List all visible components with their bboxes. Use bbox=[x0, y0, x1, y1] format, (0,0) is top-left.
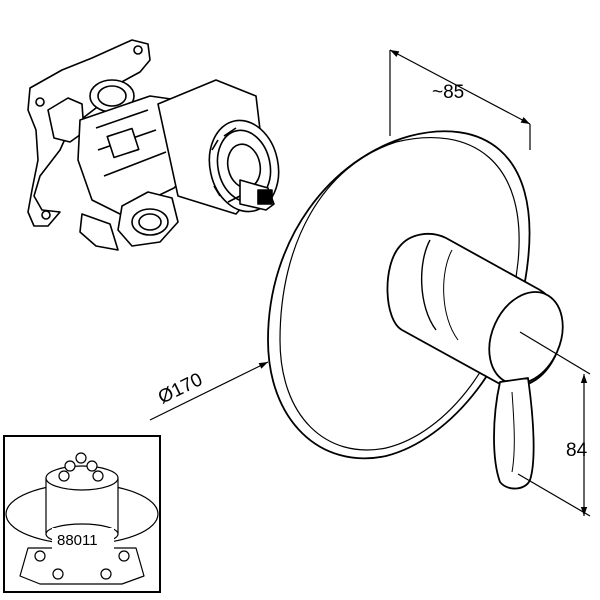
mounting-hole bbox=[41, 210, 51, 220]
height-label: 84 bbox=[566, 440, 588, 461]
mixer-trim-illustration bbox=[267, 130, 564, 490]
mounting-plate bbox=[27, 39, 151, 227]
diameter-leader bbox=[149, 361, 269, 421]
valve-body-illustration bbox=[27, 39, 280, 251]
mounting-hole bbox=[35, 97, 45, 107]
dimension-lines bbox=[149, 49, 591, 517]
inset-base bbox=[19, 547, 145, 585]
diameter-label: Ø170 bbox=[155, 369, 206, 408]
depth-dimension-line bbox=[389, 49, 531, 125]
mounting-hole bbox=[133, 45, 143, 55]
height-extension-bottom bbox=[517, 473, 591, 517]
height-extension-top bbox=[519, 331, 591, 375]
inset-box: 88011 bbox=[3, 435, 161, 593]
inset-part-number: 88011 bbox=[57, 532, 98, 549]
depth-label: ~85 bbox=[432, 82, 464, 103]
